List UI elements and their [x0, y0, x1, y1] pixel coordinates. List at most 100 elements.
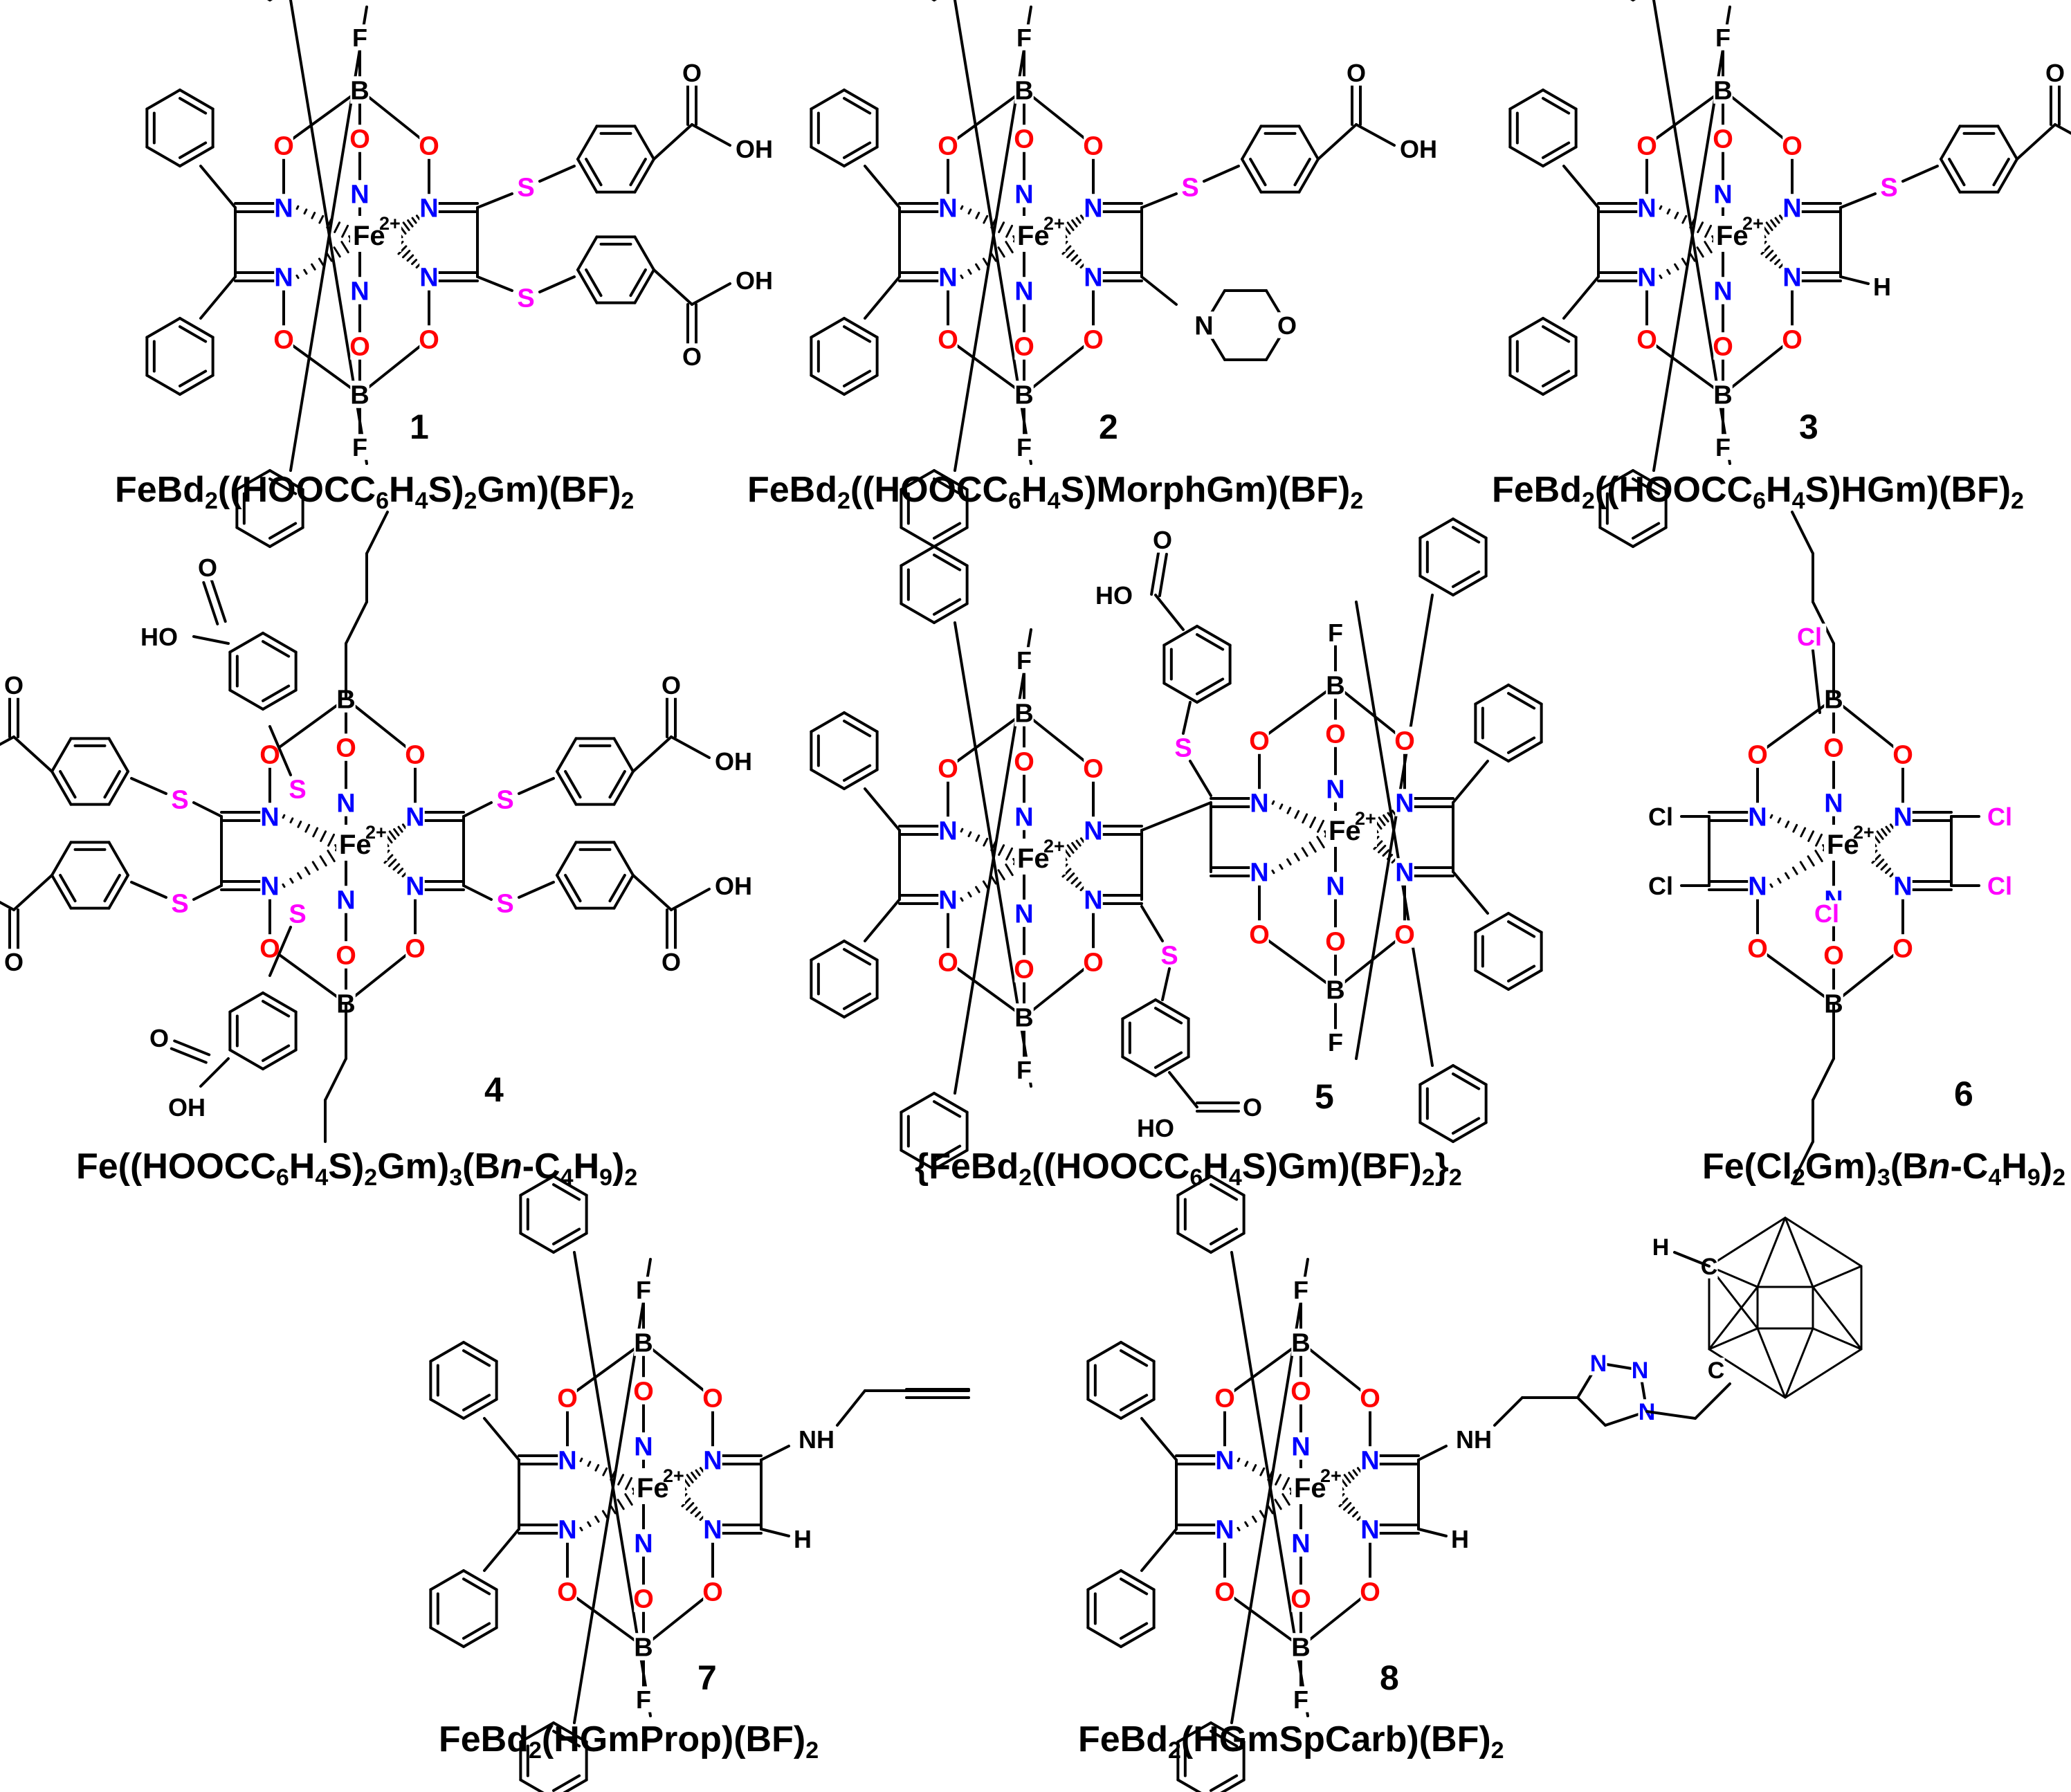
oxygen-atom: O [557, 1578, 578, 1607]
nitrogen-atom: N [1824, 789, 1843, 819]
ring-bond [462, 1626, 498, 1648]
atom-mask [1893, 872, 1913, 899]
atom-mask [634, 1633, 653, 1661]
bond [282, 814, 286, 819]
chlorine-atom: Cl [1987, 803, 2012, 831]
ring-double-bond [933, 554, 962, 572]
bond [518, 881, 555, 899]
atom-mask [1824, 733, 1843, 761]
oxygen-atom: O [1243, 1093, 1262, 1122]
ring-bond [1632, 526, 1668, 548]
iron-center: Fe [1294, 1473, 1326, 1503]
ring-bond [1120, 1626, 1156, 1648]
atom-mask [716, 748, 751, 774]
atom-mask [938, 194, 958, 221]
bond [960, 205, 964, 210]
benzene-ring [1241, 125, 1320, 194]
bond [1791, 866, 1798, 875]
ring-double-bond [103, 874, 121, 903]
ring-bond [933, 602, 969, 624]
atom-mask [682, 60, 702, 86]
atom-mask [1277, 312, 1297, 338]
ring-bond [1508, 145, 1544, 167]
ring-double-bond [843, 325, 872, 343]
fluorine-atom: F [1715, 24, 1731, 52]
bond [1309, 816, 1317, 828]
carbon-atom: C [1708, 1357, 1725, 1384]
bond [1708, 1348, 1787, 1399]
bond [632, 735, 673, 773]
bond [1237, 1457, 1241, 1463]
atom-mask [1291, 1529, 1311, 1557]
hydroxyl-group: OH [736, 266, 773, 295]
bond [518, 777, 555, 795]
ring-bond [1996, 125, 2018, 161]
ring-double-bond [933, 598, 962, 616]
bond [594, 1464, 600, 1472]
atom-mask [558, 1515, 577, 1543]
ring-bond [933, 545, 969, 567]
ring-bond [612, 874, 635, 910]
oxygen-atom: O [1823, 734, 1844, 763]
atom-mask [1326, 811, 1377, 847]
ring-bond [1508, 374, 1544, 396]
atom-mask [703, 1446, 722, 1474]
ring-bond [900, 602, 936, 624]
benzene-ring [1598, 469, 1668, 548]
ring-bond [576, 125, 599, 161]
nitrogen-atom: N [1395, 859, 1414, 888]
bond [462, 884, 493, 901]
ring-bond [1542, 374, 1578, 396]
chlorine-atom: Cl [1814, 899, 1839, 928]
ring-bond [262, 1048, 298, 1070]
bond [1066, 249, 1075, 259]
ring-bond [1508, 89, 1544, 111]
oxygen-atom: O [336, 942, 356, 971]
bond [642, 1341, 714, 1399]
nitrogen-atom: N [260, 803, 279, 832]
atom-mask [336, 941, 356, 969]
oxygen-atom: O [1014, 956, 1034, 985]
atom-mask [288, 899, 307, 927]
bond [624, 1493, 633, 1506]
boron-atom: B [1014, 700, 1033, 729]
bond [960, 897, 964, 902]
ring-double-bond [843, 764, 872, 782]
benzene-ring [228, 991, 298, 1070]
atom-mask [288, 775, 307, 803]
bond [1812, 1057, 1835, 1101]
ring-double-bond [585, 268, 603, 298]
bond [303, 208, 308, 215]
bond [341, 224, 349, 238]
benzene-ring [1176, 1721, 1246, 1792]
bond [462, 801, 493, 818]
bond [1355, 601, 1434, 1067]
ring-bond [1120, 1341, 1156, 1363]
oxygen-atom: O [419, 132, 439, 161]
atom-mask [1014, 747, 1034, 775]
atom-mask [350, 277, 370, 304]
nitrogen-atom: N [1713, 277, 1732, 307]
amine-group: NH [799, 1425, 834, 1454]
ring-bond [556, 737, 578, 773]
bond [1066, 872, 1075, 881]
bond [1317, 819, 1325, 833]
ring-bond [1507, 740, 1543, 762]
ring-bond [1176, 1175, 1212, 1197]
bond [1244, 1461, 1249, 1468]
ring-double-bond [179, 325, 208, 343]
oxygen-atom: O [4, 948, 24, 976]
bond [947, 711, 1025, 769]
bond [1704, 241, 1713, 254]
oxygen-atom: O [1153, 526, 1172, 554]
ring-double-bond [1452, 526, 1481, 544]
ring-bond [1598, 469, 1634, 491]
ring-double-bond [552, 1730, 581, 1748]
nitrogen-atom: N [1084, 264, 1102, 293]
atom-mask [1782, 263, 1802, 291]
structure-svg: OOOOOONNNNNNBBFe2+SHOOSOHOSOHOSOHOSOOHSO… [0, 511, 752, 1143]
bond [1252, 1464, 1257, 1472]
bond [1299, 1341, 1371, 1399]
